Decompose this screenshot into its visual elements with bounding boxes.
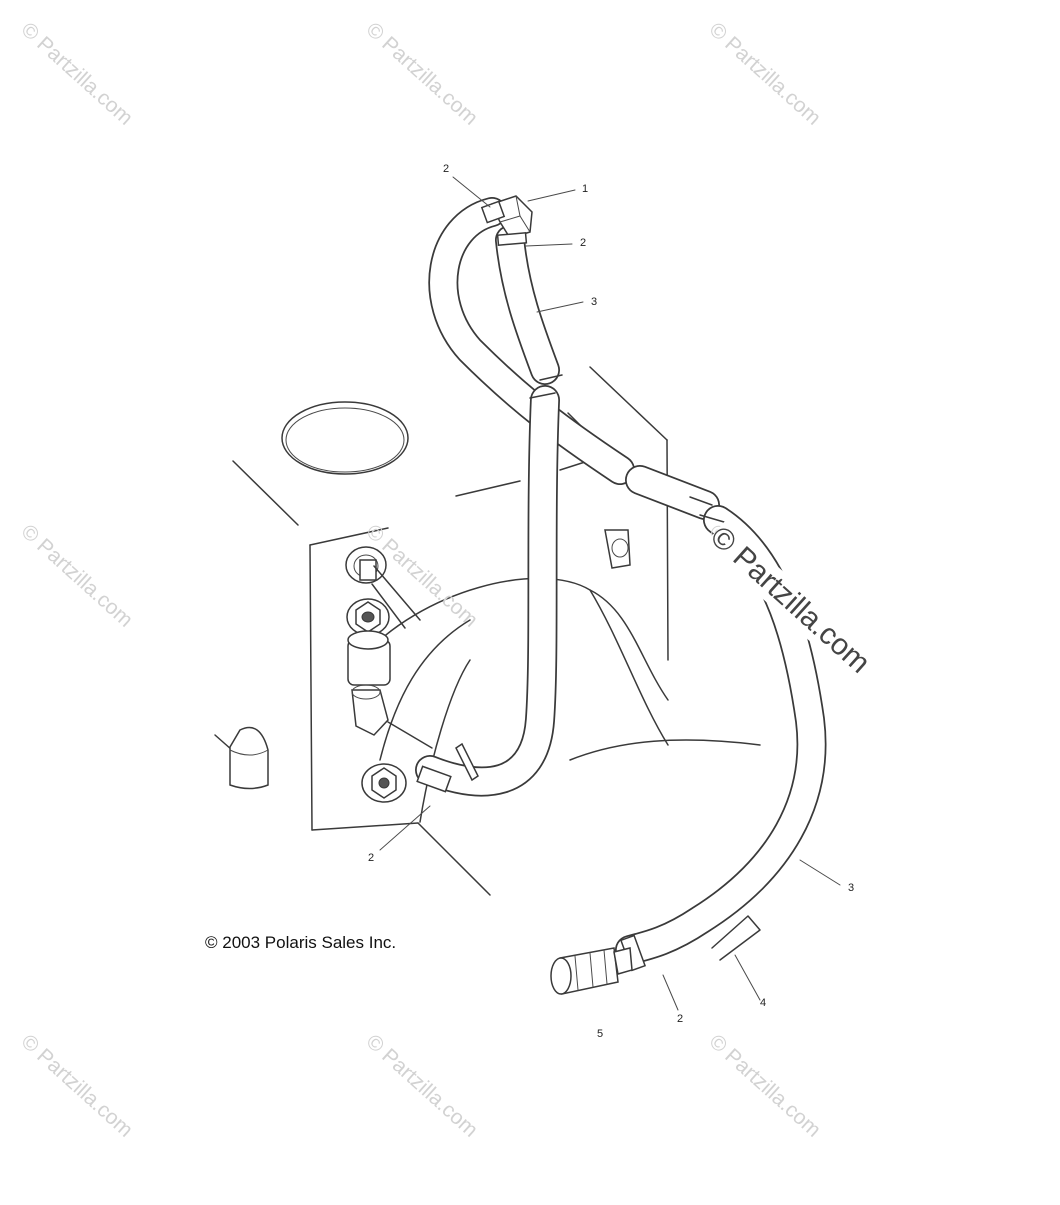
- tank-filler-opening: [281, 401, 409, 475]
- tank-fittings: [345, 529, 631, 803]
- callout-2: 2: [580, 237, 587, 249]
- fuel-hose-upper: [415, 197, 635, 797]
- side-bumper: [214, 726, 269, 790]
- callout-2: 2: [677, 1013, 684, 1025]
- callout-4: 4: [760, 997, 767, 1009]
- hose-clamps: [416, 200, 725, 972]
- callout-2: 2: [368, 852, 375, 864]
- callout-2: 2: [443, 163, 450, 175]
- tank-edge-line: [232, 460, 299, 526]
- callout-5: 5: [597, 1028, 604, 1040]
- callout-3: 3: [848, 882, 855, 894]
- leader-lines: [379, 176, 841, 1011]
- callout-1: 1: [582, 183, 589, 195]
- elbow-fitting: [490, 195, 533, 239]
- fuel-tank: [214, 366, 761, 896]
- hose-guide: [711, 915, 761, 961]
- copyright-notice: © 2003 Polaris Sales Inc.: [205, 933, 397, 952]
- fuel-filter: [550, 947, 633, 995]
- callout-3: 3: [591, 296, 598, 308]
